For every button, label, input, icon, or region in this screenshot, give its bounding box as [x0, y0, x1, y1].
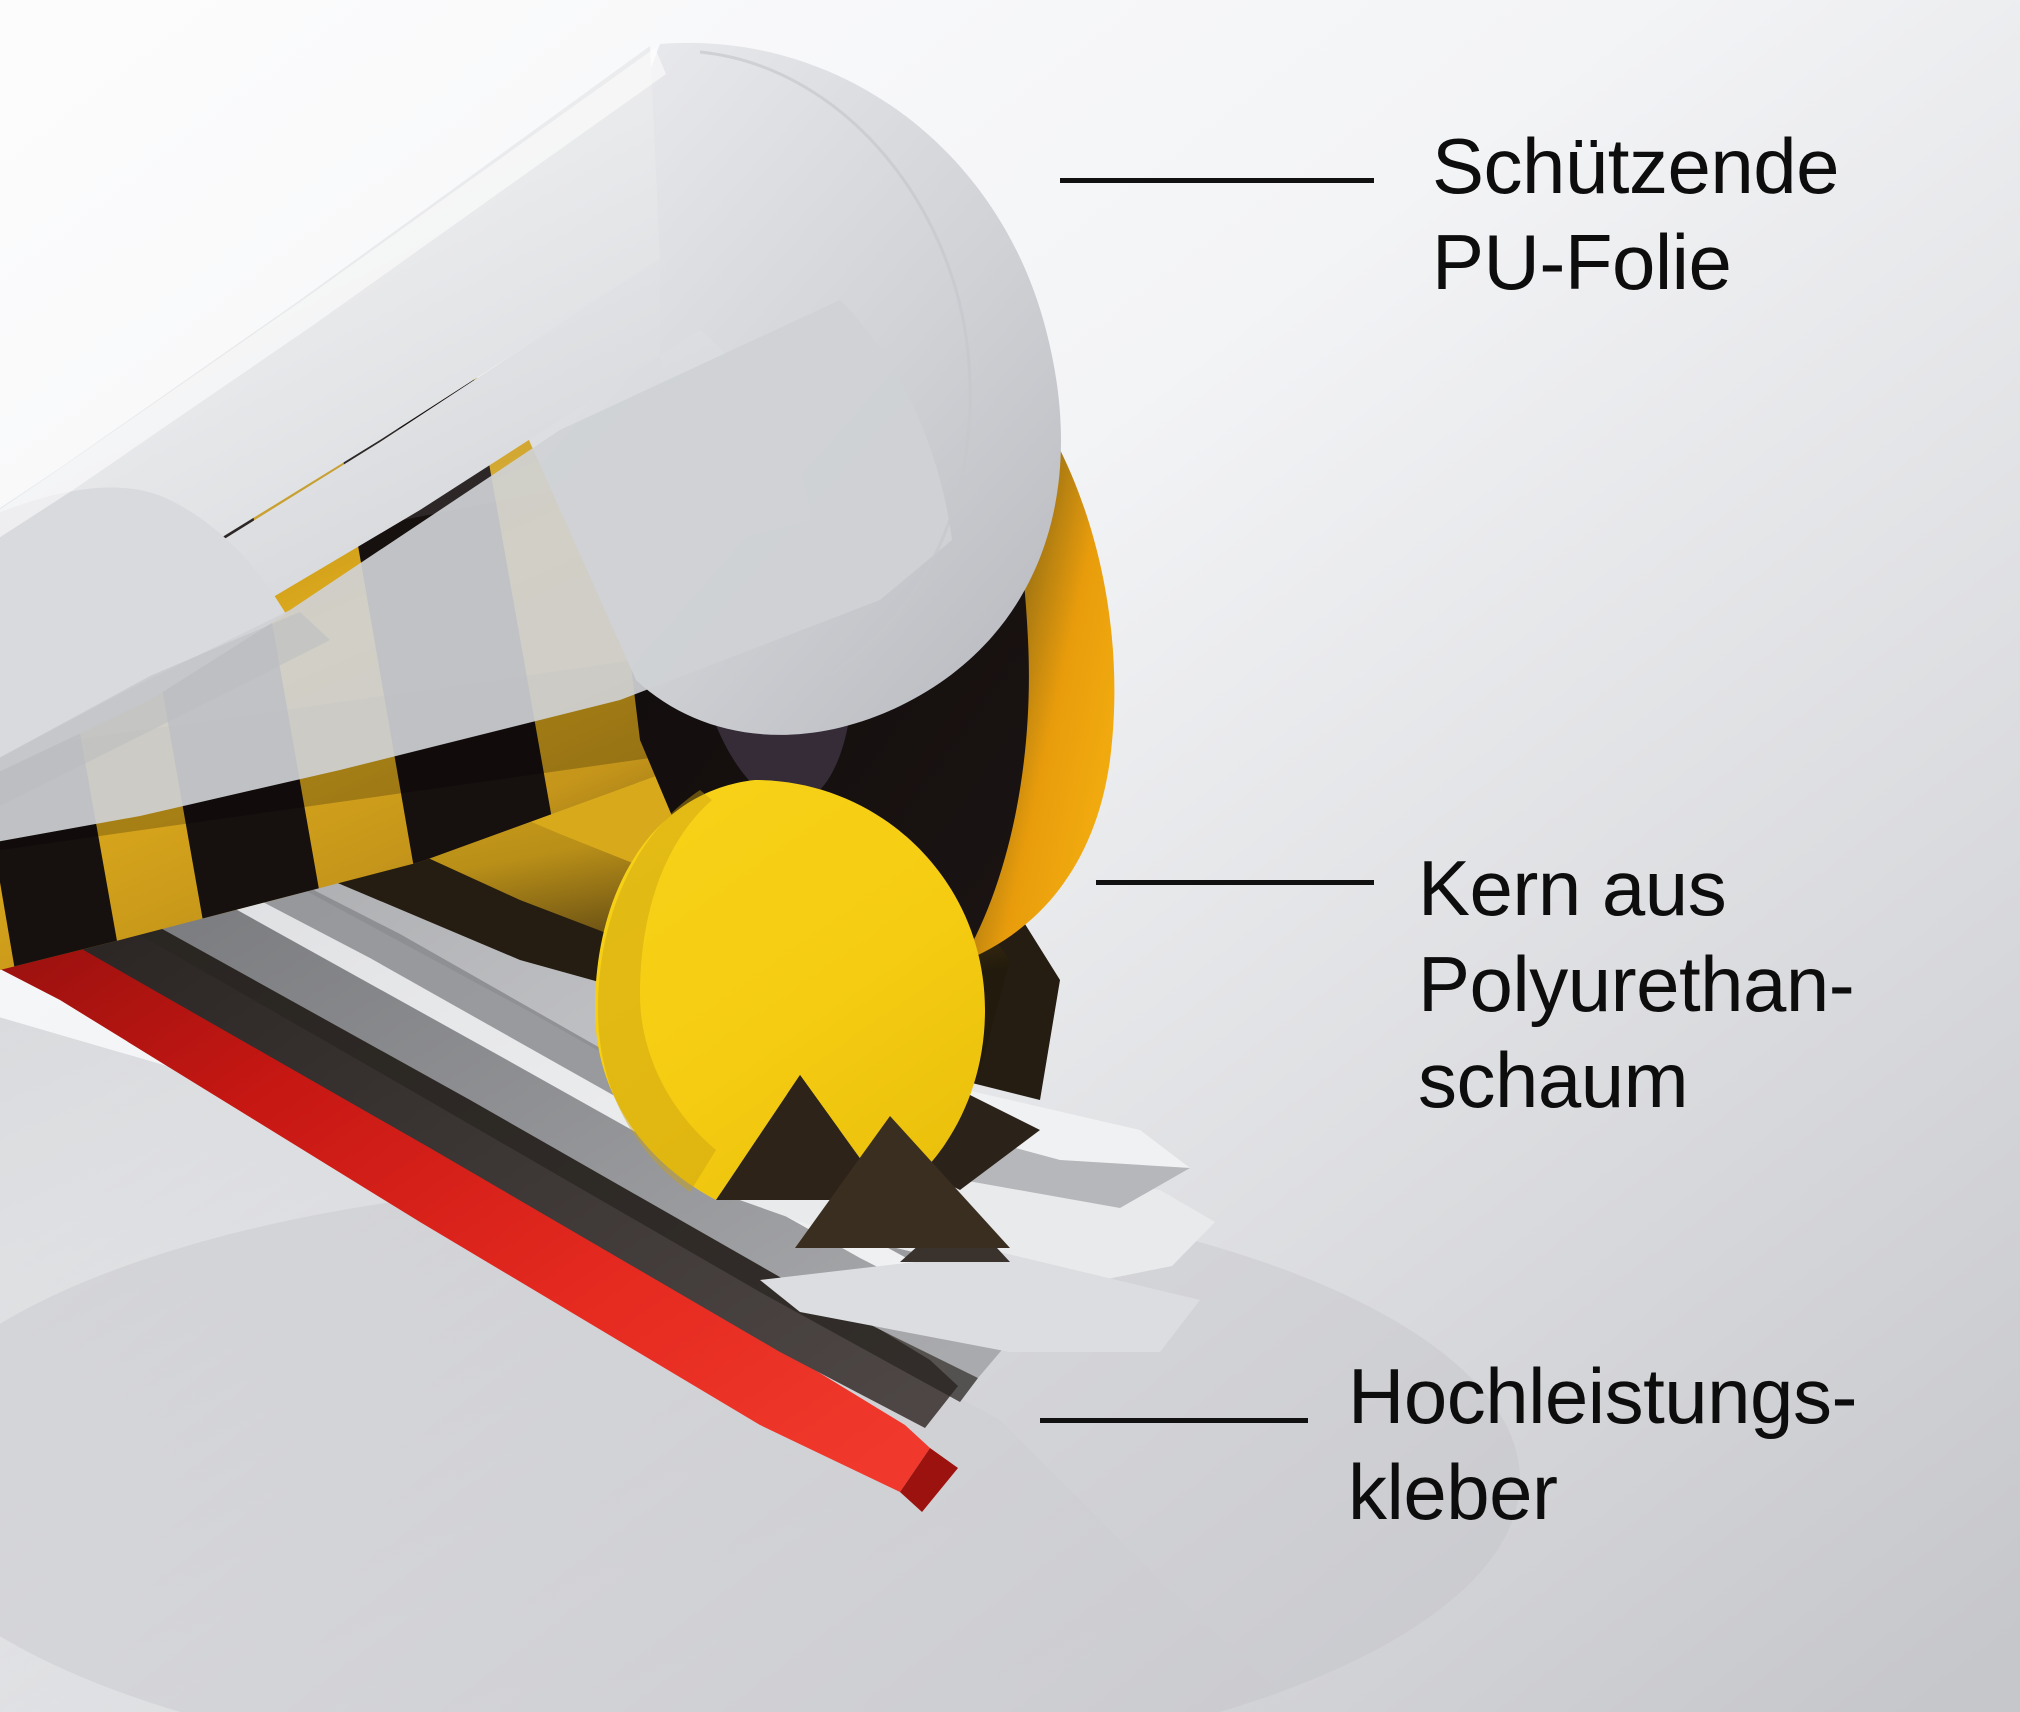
- foam-core-shading: [598, 790, 716, 1192]
- cast-shadow: [0, 1017, 1300, 1712]
- callout-label-hochleistungskleber: Hochleistungs- kleber: [1348, 1352, 1857, 1536]
- pu-film-seam: [699, 50, 972, 678]
- backing-red-sheet: [0, 886, 930, 1492]
- core-right-dark-triangle: [795, 1116, 1010, 1248]
- pu-film-under-shadow: [0, 612, 330, 806]
- adhesive-gray-shadow: [90, 900, 978, 1402]
- callout-label-kern-polyurethanschaum: Kern aus Polyurethan- schaum: [1418, 844, 1855, 1124]
- end-cap-glow-rim: [958, 352, 1115, 962]
- pu-film-left-wave: [0, 487, 286, 772]
- adhesive-gray-sheet: [0, 798, 1012, 1378]
- liner-top-white-wedge-2: [760, 1252, 1200, 1352]
- foam-core-disc: [595, 780, 985, 1200]
- foam-core-notch: [716, 1075, 890, 1200]
- backing-red-edge: [900, 1448, 958, 1512]
- leader-line-kern: [1096, 880, 1374, 885]
- leader-line-hochleistungskleber: [1040, 1418, 1308, 1423]
- adhesive-dark-sheet: [0, 847, 958, 1428]
- pu-film-lower-edge: [0, 300, 952, 842]
- pu-film-edge-highlight: [0, 48, 666, 538]
- leader-line-pu-folie: [1060, 178, 1374, 183]
- callout-label-pu-folie: Schützende PU-Folie: [1432, 122, 1839, 306]
